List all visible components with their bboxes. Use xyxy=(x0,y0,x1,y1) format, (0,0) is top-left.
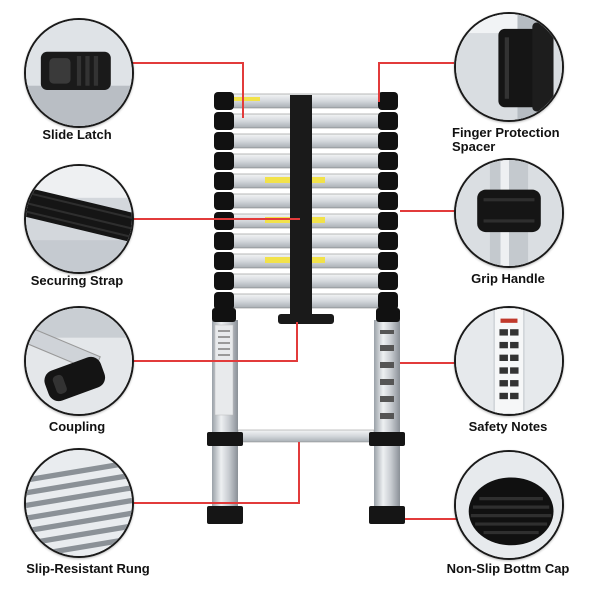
slip-resistant-rung-detail xyxy=(24,448,134,558)
slide-latch-label: Slide Latch xyxy=(42,127,112,142)
rung-grooves-icon xyxy=(26,450,132,556)
grip-handle-label: Grip Handle xyxy=(471,271,545,286)
safety-notes-label: Safety Notes xyxy=(468,419,548,434)
foot-cap-icon xyxy=(456,452,562,558)
callout-line-spacer-v xyxy=(378,62,380,102)
finger-protection-spacer-label-line2: Spacer xyxy=(452,139,496,154)
slip-resistant-rung-label: Slip-Resistant Rung xyxy=(26,561,150,576)
callout-line-safety xyxy=(400,362,456,364)
coupling-label: Coupling xyxy=(48,419,106,434)
callout-line-strap xyxy=(128,218,300,220)
safety-notes-icon xyxy=(456,308,562,414)
grip-handle-icon xyxy=(456,160,562,266)
safety-notes-detail xyxy=(454,306,564,416)
coupling-detail xyxy=(24,306,134,416)
finger-protection-spacer-detail xyxy=(454,12,564,122)
coupling-icon xyxy=(26,308,132,414)
securing-strap-detail xyxy=(24,164,134,274)
callout-line-foot xyxy=(405,518,457,520)
strap-icon xyxy=(26,166,132,272)
callout-line-slide-latch-v xyxy=(242,62,244,118)
non-slip-bottom-cap-label: Non-Slip Bottm Cap xyxy=(446,561,570,576)
slide-latch-icon xyxy=(26,20,132,126)
callout-line-grip xyxy=(400,210,456,212)
finger-protection-spacer-label-line1: Finger Protection xyxy=(452,125,560,140)
finger-spacer-icon xyxy=(456,14,562,120)
grip-handle-detail xyxy=(454,158,564,268)
callout-line-coupling-v xyxy=(296,322,298,362)
non-slip-bottom-cap-detail xyxy=(454,450,564,560)
callout-line-coupling-h xyxy=(128,360,298,362)
callout-line-slide-latch-h xyxy=(128,62,244,64)
securing-strap-label: Securing Strap xyxy=(30,273,124,288)
slide-latch-detail xyxy=(24,18,134,128)
callout-line-rung-v xyxy=(298,442,300,504)
callout-line-spacer-h xyxy=(378,62,454,64)
callout-line-rung-h xyxy=(128,502,300,504)
